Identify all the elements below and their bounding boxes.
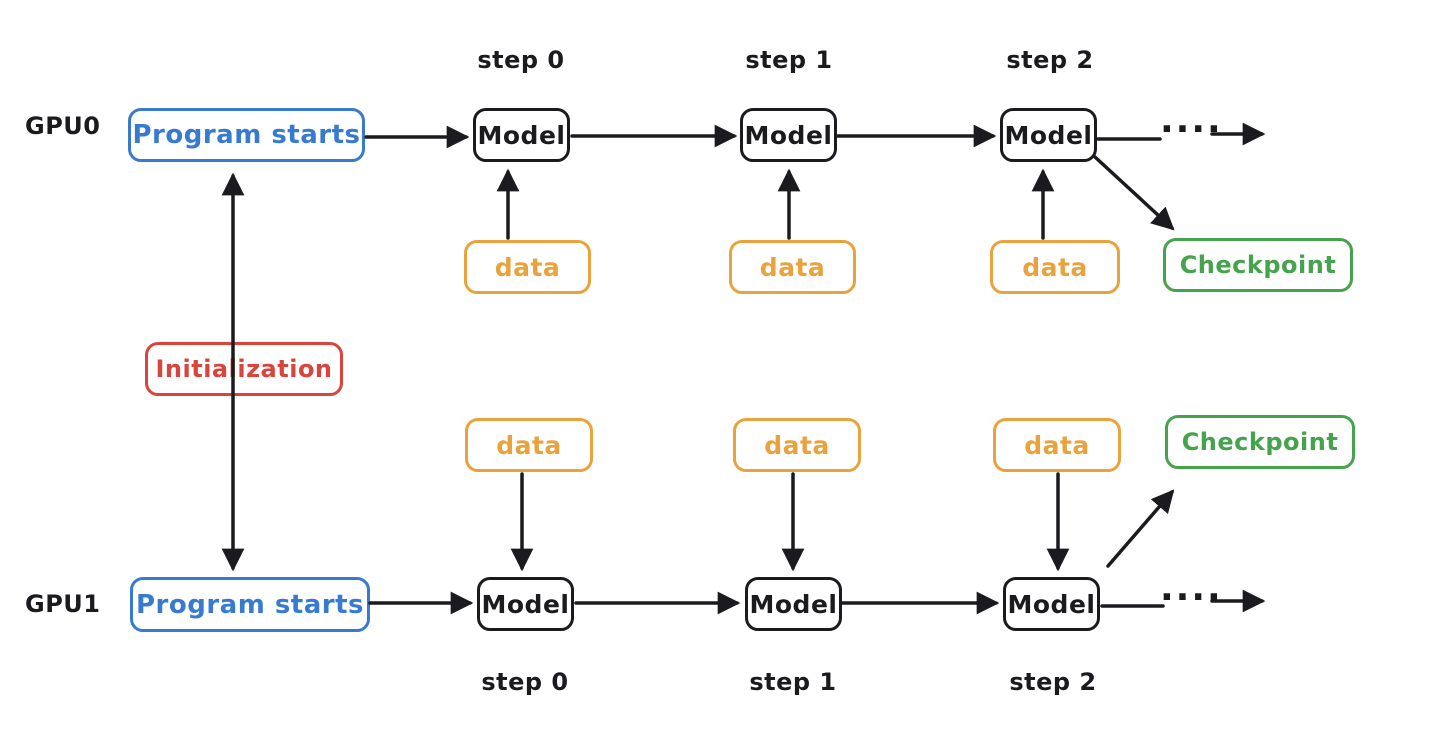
arrow-gpu0-model2-to-checkpoint: [1093, 155, 1175, 231]
ellipsis-gpu0: ....: [1160, 100, 1223, 141]
step1-label-gpu1: step 1: [749, 668, 837, 696]
gpu0-label: GPU0: [25, 112, 101, 140]
model-box-gpu0-step2: Model: [1000, 108, 1097, 162]
model-box-gpu0-step0: Model: [473, 108, 570, 162]
program-starts-label: Program starts: [132, 120, 361, 150]
ellipsis-gpu1: ....: [1160, 568, 1223, 609]
model-label: Model: [744, 120, 833, 150]
arrow-gpu1-model2-to-checkpoint: [1106, 489, 1175, 568]
step2-label-gpu1: step 2: [1009, 668, 1097, 696]
data-box-gpu1-step2: data: [993, 418, 1121, 472]
step1-label-gpu0: step 1: [745, 46, 833, 74]
step0-label-gpu1: step 0: [481, 668, 569, 696]
initialization-label: Initialization: [155, 355, 333, 383]
data-box-gpu1-step1: data: [733, 418, 861, 472]
program-starts-label: Program starts: [135, 589, 365, 620]
checkpoint-box-gpu1: Checkpoint: [1165, 415, 1355, 469]
model-label: Model: [749, 589, 838, 619]
data-label: data: [494, 252, 561, 282]
model-box-gpu1-step1: Model: [745, 577, 842, 631]
step2-label-gpu0: step 2: [1006, 46, 1094, 74]
checkpoint-box-gpu0: Checkpoint: [1163, 238, 1353, 292]
model-box-gpu1-step0: Model: [477, 577, 574, 631]
data-box-gpu1-step0: data: [465, 418, 593, 472]
data-label: data: [1024, 430, 1090, 460]
data-box-gpu0-step2: data: [990, 240, 1120, 294]
data-label: data: [759, 252, 826, 282]
model-label: Model: [1007, 589, 1096, 619]
model-label: Model: [1004, 120, 1093, 150]
model-label: Model: [481, 589, 570, 619]
data-label: data: [764, 430, 830, 460]
initialization-box: Initialization: [145, 342, 343, 396]
data-label: data: [1022, 252, 1088, 282]
program-starts-box-gpu0: Program starts: [128, 108, 365, 162]
gpu1-label: GPU1: [25, 590, 101, 618]
data-label: data: [496, 430, 562, 460]
step0-label-gpu0: step 0: [477, 46, 565, 74]
model-label: Model: [477, 120, 566, 150]
model-box-gpu0-step1: Model: [740, 108, 837, 162]
model-box-gpu1-step2: Model: [1003, 577, 1100, 631]
data-box-gpu0-step1: data: [729, 240, 856, 294]
program-starts-box-gpu1: Program starts: [130, 577, 370, 632]
checkpoint-label: Checkpoint: [1179, 251, 1337, 279]
data-box-gpu0-step0: data: [464, 240, 591, 294]
checkpoint-label: Checkpoint: [1181, 428, 1339, 456]
